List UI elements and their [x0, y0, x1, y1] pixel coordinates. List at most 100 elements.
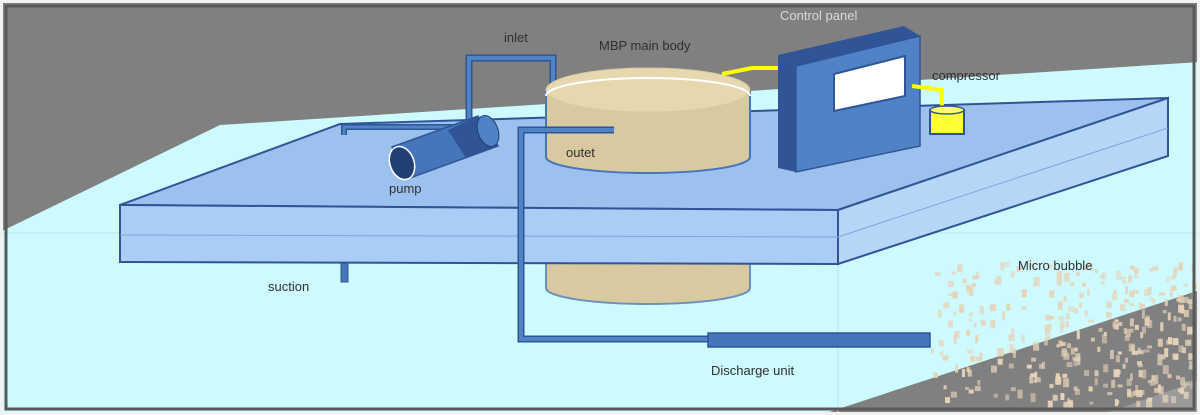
- bubble-dot: [1129, 318, 1134, 327]
- bubble-dot: [1130, 373, 1133, 381]
- bubble-dot: [1048, 316, 1055, 320]
- bubble-dot: [1074, 347, 1078, 352]
- panel-wire: [721, 66, 778, 76]
- bubble-dot: [1141, 369, 1147, 379]
- bubble-dot: [1151, 375, 1156, 382]
- bubble-dot: [1134, 270, 1139, 279]
- bubble-dot: [970, 355, 976, 362]
- bubble-dot: [972, 275, 978, 280]
- bubble-dot: [1021, 306, 1027, 310]
- suction-pipe: [340, 261, 349, 283]
- bubble-dot: [968, 389, 974, 394]
- bubble-dot: [1123, 328, 1127, 334]
- bubble-dot: [952, 291, 958, 299]
- bubble-dot: [1055, 376, 1062, 385]
- bubble-dot: [948, 281, 954, 288]
- bubble-dot: [1049, 384, 1054, 389]
- bubble-dot: [1157, 353, 1161, 358]
- platform-side-line: [837, 127, 1169, 238]
- pump: [388, 115, 500, 181]
- platform-front: [119, 203, 839, 266]
- bubble-dot: [1184, 381, 1190, 386]
- bubble-dot: [1165, 276, 1170, 282]
- bubble-dot: [1009, 344, 1014, 353]
- bubble-dot: [1160, 354, 1166, 360]
- bubble-dot: [969, 286, 974, 296]
- compressor-label: compressor: [932, 68, 1001, 83]
- bubble-dot: [1084, 370, 1090, 377]
- bubble-dot: [1063, 401, 1069, 410]
- bubble-dot: [1162, 365, 1169, 375]
- bubble-dot: [1136, 390, 1143, 398]
- bubble-dot: [1056, 276, 1062, 286]
- bubble-dot: [1144, 317, 1150, 326]
- control-panel-label: Control panel: [780, 8, 857, 23]
- suction-label: suction: [268, 279, 309, 294]
- bubble-dot: [1031, 357, 1037, 362]
- bubble-dot: [934, 272, 941, 277]
- bubble-dot: [1189, 361, 1194, 367]
- bubble-dot: [991, 365, 997, 373]
- bubble-dot: [1082, 282, 1087, 287]
- bubble-dot: [1073, 359, 1078, 367]
- bubble-dot: [1058, 316, 1064, 321]
- bubble-dot: [1101, 281, 1105, 285]
- platform-edge-line: [119, 234, 839, 238]
- tank-lower-body: [545, 259, 751, 305]
- bubble-dot: [959, 304, 965, 312]
- bubble-dot: [968, 318, 972, 322]
- bubble-dot: [1147, 319, 1153, 328]
- bubble-dot: [1146, 399, 1153, 408]
- control-panel-screen: [833, 54, 906, 113]
- pump-suction-pipe: [342, 125, 460, 135]
- bubble-dot: [1041, 361, 1045, 369]
- bubble-dot: [997, 358, 1003, 365]
- bubble-dot: [1138, 302, 1142, 310]
- bubble-dot: [957, 264, 963, 273]
- bubble-dot: [1103, 332, 1107, 336]
- bubble-dot: [1016, 265, 1022, 272]
- bubble-dot: [1029, 375, 1034, 384]
- bubble-dot: [962, 278, 967, 284]
- bubble-dot: [1090, 337, 1095, 342]
- bubble-dot: [1130, 328, 1134, 333]
- bubble-dot: [1172, 269, 1177, 277]
- bubble-dot: [1147, 287, 1152, 295]
- bubble-dot: [1107, 305, 1111, 309]
- bubble-dot: [1134, 324, 1139, 330]
- bubble-dot: [1065, 313, 1070, 320]
- bubble-dot: [1183, 391, 1189, 399]
- bubble-dot: [1152, 266, 1159, 271]
- bubble-dot: [950, 391, 957, 398]
- bubble-dot: [1131, 345, 1136, 352]
- bubble-dot: [1181, 323, 1186, 331]
- bubble-dot: [1155, 374, 1159, 384]
- platform-side: [837, 96, 1169, 266]
- bubble-dot: [1101, 334, 1107, 344]
- bubble-dot: [1030, 373, 1037, 378]
- bubble-dot: [937, 309, 942, 318]
- bubble-dot: [1167, 312, 1171, 321]
- bubble-dot: [1125, 328, 1131, 337]
- bubble-dot: [1068, 306, 1075, 313]
- bubble-dot: [1031, 263, 1035, 266]
- bubble-dot: [1133, 268, 1139, 274]
- bubble-dot: [1070, 347, 1075, 355]
- bubble-dot: [1169, 289, 1173, 298]
- bubble-dot: [979, 305, 984, 314]
- bubble-dot: [1045, 334, 1051, 340]
- bubble-dot: [1094, 370, 1099, 377]
- bubble-dot: [1056, 271, 1062, 279]
- inlet-label: inlet: [504, 30, 528, 45]
- bubble-dot: [1073, 308, 1079, 314]
- bubble-dot: [990, 320, 996, 329]
- bubble-dot: [980, 319, 986, 326]
- bubble-dot: [1188, 304, 1194, 310]
- bubble-dot: [1138, 370, 1143, 378]
- bubble-dot: [953, 311, 957, 316]
- bubble-dot: [1065, 321, 1069, 328]
- bubble-dot: [1107, 312, 1113, 319]
- bubble-dot: [1073, 386, 1078, 391]
- bubble-dot: [1097, 346, 1101, 352]
- bubble-dot: [1122, 280, 1126, 284]
